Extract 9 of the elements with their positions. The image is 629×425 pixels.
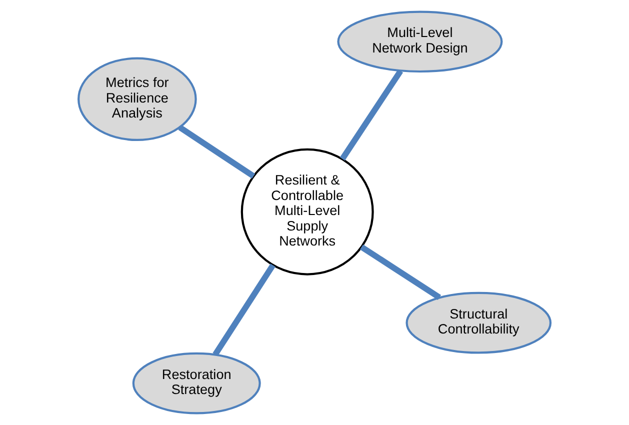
connector [212,264,276,356]
connector [360,244,442,300]
node-ellipse: Structural Controllability [406,292,552,354]
node-circle: Resilient & Controllable Multi-Level Supply Networks [240,148,374,276]
connector [178,124,256,179]
connector [340,69,404,161]
node-ellipse: Multi-Level Network Design [337,10,503,73]
node-ellipse: Metrics for Resilience Analysis [78,57,197,142]
node-ellipse: Restoration Strategy [132,352,261,414]
